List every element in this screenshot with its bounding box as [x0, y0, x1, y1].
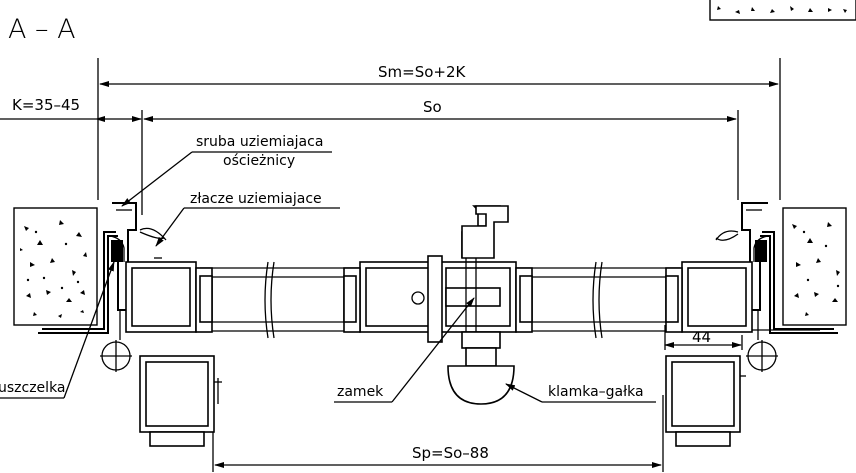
- right-lower-profile: [665, 355, 746, 447]
- dimension-sp: Sp=So–88: [212, 395, 664, 472]
- right-wall-concrete: [782, 207, 847, 326]
- left-hinge: [100, 340, 132, 372]
- dimension-k: K=35–45: [0, 96, 142, 122]
- callout-zamek-label: zamek: [337, 384, 384, 400]
- callout-uszczelka: uszczelka: [0, 261, 115, 399]
- right-frame: [715, 202, 838, 340]
- callout-zamek: zamek: [334, 297, 475, 403]
- left-frame: [38, 202, 167, 340]
- right-hinge: [746, 340, 778, 372]
- lock-assembly: [343, 205, 533, 405]
- dimension-so: So: [141, 98, 739, 215]
- dimension-sm: Sm=So+2K: [97, 58, 781, 200]
- left-wall-concrete: [13, 207, 98, 326]
- dim-sm-label: Sm=So+2K: [378, 63, 467, 81]
- concrete-sample-topright: [709, 0, 856, 21]
- left-leaf-profile: [125, 257, 213, 333]
- callout-zlacze-label: złacze uziemiajace: [190, 191, 322, 207]
- dim-sp-label: Sp=So–88: [412, 444, 489, 462]
- callout-zlacze: złacze uziemiajace: [155, 191, 340, 247]
- right-leaf-profile: [665, 261, 753, 333]
- dim-k-label: K=35–45: [12, 96, 80, 114]
- callout-klamka: klamka–gałka: [505, 383, 656, 403]
- callout-sruba-line1: sruba uziemiajaca: [196, 134, 323, 150]
- callout-sruba-line2: ościeżnicy: [223, 153, 295, 169]
- dim-so-label: So: [423, 98, 442, 116]
- callout-sruba: sruba uziemiajaca ościeżnicy: [121, 134, 332, 207]
- section-title: A – A: [8, 14, 76, 45]
- callout-klamka-label: klamka–gałka: [548, 384, 644, 400]
- callout-uszczelka-label: uszczelka: [0, 380, 66, 396]
- left-lower-profile: [139, 355, 222, 447]
